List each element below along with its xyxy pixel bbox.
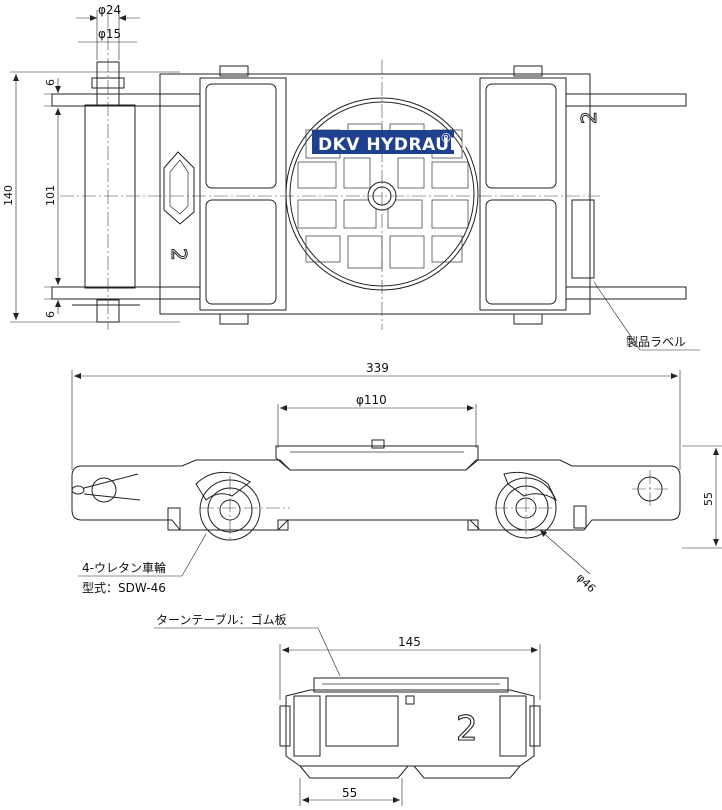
- model-mark-left: 2: [167, 248, 191, 261]
- brand-label: DKV HYDRAULIC: [318, 135, 481, 155]
- end-width-dim: 145: [398, 635, 421, 649]
- model-mark-right: 2: [577, 111, 601, 124]
- side-view: 339 φ110: [71, 361, 722, 595]
- registered-mark: ®: [440, 131, 452, 145]
- wheel-diameter-dim: φ46: [574, 571, 598, 595]
- top-offset-dim: 6: [44, 79, 57, 86]
- wheels-callout-line1: 4-ウレタン車輪: [82, 560, 166, 575]
- end-model-mark: 2: [456, 709, 478, 749]
- turntable-diameter-dim: φ110: [356, 393, 387, 407]
- product-label-callout: 製品ラベル: [626, 335, 686, 349]
- end-view: ターンテーブル：ゴム板 145 2 55: [154, 612, 541, 806]
- top-view: DKV HYDRAULIC ® 2 2 φ24 φ15 140 101 6 6: [2, 3, 700, 351]
- logo-icon: [163, 151, 195, 225]
- pin-inner-dim: φ15: [98, 27, 121, 41]
- total-height-dim: 140: [2, 185, 15, 206]
- bottom-offset-dim: 6: [44, 311, 57, 318]
- pin-outer-dim: φ24: [98, 3, 121, 17]
- end-offset-dim: 55: [342, 786, 357, 800]
- side-height-dim: 55: [702, 492, 715, 506]
- turntable-callout: ターンテーブル：ゴム板: [156, 612, 287, 627]
- wheels-callout-line2: 型式：SDW-46: [82, 581, 166, 595]
- total-length-dim: 339: [366, 361, 389, 375]
- brand-label-plate: [312, 130, 454, 154]
- inner-height-dim: 101: [44, 185, 57, 206]
